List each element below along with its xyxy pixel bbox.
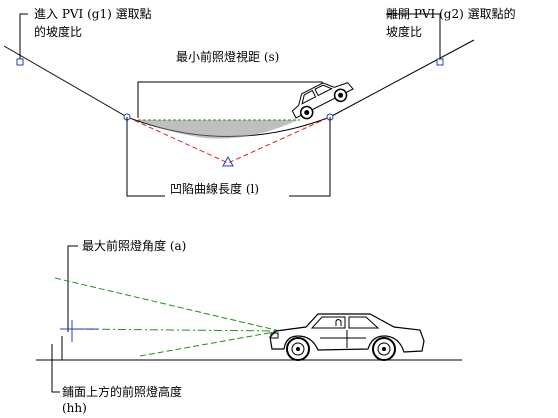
headlight-angle-label: 最大前照燈角度 (a)	[82, 238, 186, 253]
pvi-triangle-marker	[222, 155, 234, 167]
car-on-slope	[291, 82, 354, 120]
incoming-grade-line	[3, 45, 128, 118]
curve-length-label-bg	[165, 180, 289, 200]
headlight-height-leader	[51, 344, 60, 393]
sag-curve-section: 進入 PVI (g1) 選取點 的坡度比 離開 PVI (g2) 選取點的 坡度…	[3, 6, 516, 200]
g1-label-line1: 進入 PVI (g1) 選取點	[34, 7, 152, 21]
g1-label-line2: 的坡度比	[34, 24, 82, 39]
lit-pavement-area	[138, 120, 298, 139]
front-wheel	[286, 337, 310, 361]
outgoing-grade-line	[329, 39, 475, 118]
sight-distance-label: 最小前照燈視距 (s)	[176, 49, 279, 64]
g1-label-leader	[19, 13, 28, 62]
g2-label-line2: 坡度比	[386, 24, 422, 39]
g2-label-line1: 離開 PVI (g2) 選取點的	[386, 6, 516, 21]
beam-upper-limit	[54, 277, 281, 332]
g2-label-leader	[386, 13, 441, 62]
headlight-height-label-line1: 鋪面上方的前照燈高度	[62, 384, 182, 399]
beam-centerline	[69, 328, 281, 332]
g2-selection-point	[436, 58, 444, 66]
rear-wheel	[372, 337, 396, 361]
pvi-tangent-extension	[126, 116, 331, 164]
headlight-angle-leader	[67, 245, 78, 332]
g1-selection-point	[16, 58, 24, 66]
car-window-rear	[348, 316, 380, 329]
headlight-height-label-line2: (hh)	[62, 401, 87, 415]
car-window-front	[310, 316, 346, 329]
beam-lower-limit	[139, 330, 281, 357]
sedan-car	[269, 313, 425, 361]
car-headlight	[270, 332, 279, 339]
headlight-section: 最大前照燈角度 (a) 鋪面上方的前照燈高度 (hh)	[36, 238, 462, 415]
curve-length-label: 凹陷曲線長度 (l)	[170, 181, 259, 196]
car-driver	[335, 319, 342, 326]
